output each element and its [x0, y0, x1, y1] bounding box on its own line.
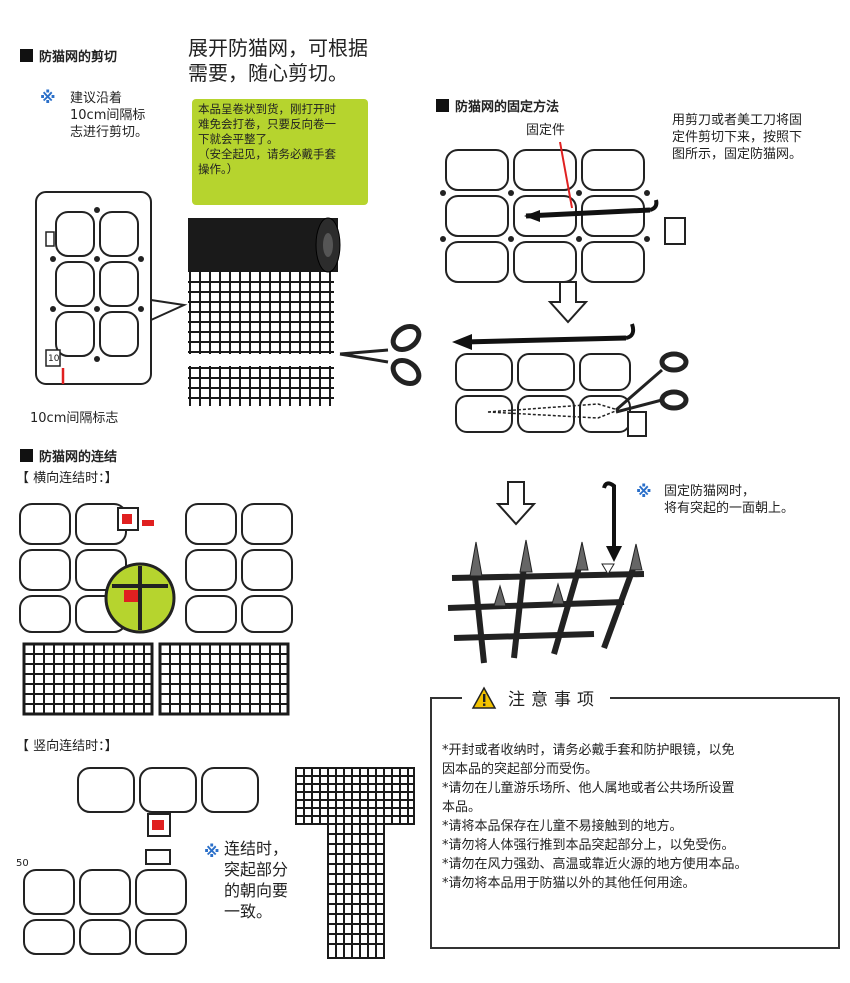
- net-roll-illustration: [186, 217, 341, 406]
- joining-tip-line-3: 的朝向要: [224, 881, 289, 900]
- cutting-header-text: 防猫网的剪切: [39, 50, 118, 65]
- cutting-big-text: 展开防猫网，可根据 需要，随心剪切。: [188, 36, 368, 86]
- vertical-join-illustration: [23, 767, 259, 955]
- vertical-join-label: 【 竖向连结时：】: [16, 739, 118, 754]
- caution-box: 注意事项 *开封或者收纳时，请务必戴手套和防护眼镜，以免 因本品的突起部分而受伤…: [430, 685, 840, 949]
- caution-list: *开封或者收纳时，请务必戴手套和防护眼镜，以免 因本品的突起部分而受伤。 *请勿…: [442, 741, 748, 893]
- arrow-down-icon: [495, 481, 537, 526]
- caution-item: *请勿在儿童游乐场所、他人属地或者公共场所设置: [442, 781, 735, 796]
- joining-tip-line-2: 突起部分: [224, 860, 289, 879]
- cutting-tip-line-1: 建议沿着: [70, 91, 123, 106]
- net-panels-illustration: [22, 642, 290, 716]
- joining-tip-line-1: 连结时，: [224, 839, 289, 858]
- spiked-net-illustration: [447, 539, 645, 664]
- fastener-down-icon: [602, 481, 622, 562]
- horizontal-join-label: 【 横向连结时：】: [16, 471, 118, 486]
- joining-header-text: 防猫网的连结: [39, 450, 118, 465]
- fixing-desc-line-1: 用剪刀或者美工刀将固: [672, 113, 803, 128]
- net-insert-illustration: [455, 351, 689, 437]
- fixing-desc-line-3: 图所示，固定防猫网。: [672, 147, 803, 162]
- fixing-header-text: 防猫网的固定方法: [455, 100, 560, 115]
- fastener-label: 固定件: [526, 123, 566, 138]
- cutting-tip-line-3: 志进行剪切。: [70, 125, 149, 140]
- square-bullet-icon: [436, 99, 449, 112]
- fixing-tip-line-2: 将有突起的一面朝上。: [664, 501, 795, 516]
- caution-title: 注意事项: [462, 685, 610, 710]
- t-net-illustration: [295, 767, 415, 959]
- fixing-header: 防猫网的固定方法: [436, 96, 559, 115]
- cut-marker: 50: [16, 858, 29, 869]
- roll-note: 本品呈卷状到货，刚打开时 难免会打卷，只要反向卷一 下就会平整了。 （安全起见，…: [192, 99, 368, 205]
- arrow-down-icon: [547, 281, 589, 324]
- scissors-icon: [339, 324, 422, 386]
- caution-item: *开封或者收纳时，请务必戴手套和防护眼镜，以免: [442, 743, 735, 758]
- warning-icon: [471, 685, 497, 709]
- caution-item: *请勿将人体强行推到本品突起部分上，以免受伤。: [442, 838, 735, 853]
- square-bullet-icon: [20, 49, 33, 62]
- cutting-big-line-1: 展开防猫网，可根据: [188, 36, 368, 60]
- joining-header: 防猫网的连结: [20, 446, 117, 465]
- note-line-5: 操作。）: [198, 162, 239, 176]
- reference-mark-icon: ※: [40, 88, 56, 107]
- fixing-desc-line-2: 定件剪切下来，按照下: [672, 130, 803, 145]
- net-fastener-illustration: [440, 141, 686, 283]
- note-line-2: 难免会打卷，只要反向卷一: [198, 117, 336, 131]
- note-line-3: 下就会平整了。: [198, 132, 279, 146]
- net-zoom-illustration: [35, 191, 188, 385]
- cutting-tip-line-2: 10cm间隔标: [70, 108, 146, 123]
- note-line-1: 本品呈卷状到货，刚打开时: [198, 102, 336, 116]
- caution-item: *请勿将本品用于防猫以外的其他任何用途。: [442, 876, 696, 891]
- interval-label: 10cm间隔标志: [30, 411, 119, 426]
- fixing-tip-line-1: 固定防猫网时，: [664, 484, 756, 499]
- fastener-icon: [452, 323, 636, 350]
- joining-tip-line-4: 一致。: [224, 902, 273, 921]
- horizontal-join-illustration: [19, 503, 293, 634]
- caution-item: 本品。: [442, 800, 482, 815]
- note-line-4: （安全起见，请务必戴手套: [198, 147, 336, 161]
- cutting-big-line-2: 需要，随心剪切。: [188, 61, 348, 85]
- fixing-description: 用剪刀或者美工刀将固 定件剪切下来，按照下 图所示，固定防猫网。: [672, 112, 802, 163]
- interval-marker: 10: [48, 354, 60, 364]
- caution-item: *请勿在风力强劲、高温或靠近火源的地方使用本品。: [442, 857, 748, 872]
- cutting-header: 防猫网的剪切: [20, 46, 117, 65]
- square-bullet-icon: [20, 449, 33, 462]
- reference-mark-icon: ※: [204, 842, 220, 861]
- caution-item: 因本品的突起部分而受伤。: [442, 762, 599, 777]
- caution-title-text: 注意事项: [508, 690, 600, 710]
- reference-mark-icon: ※: [636, 482, 652, 501]
- caution-item: *请将本品保存在儿童不易接触到的地方。: [442, 819, 683, 834]
